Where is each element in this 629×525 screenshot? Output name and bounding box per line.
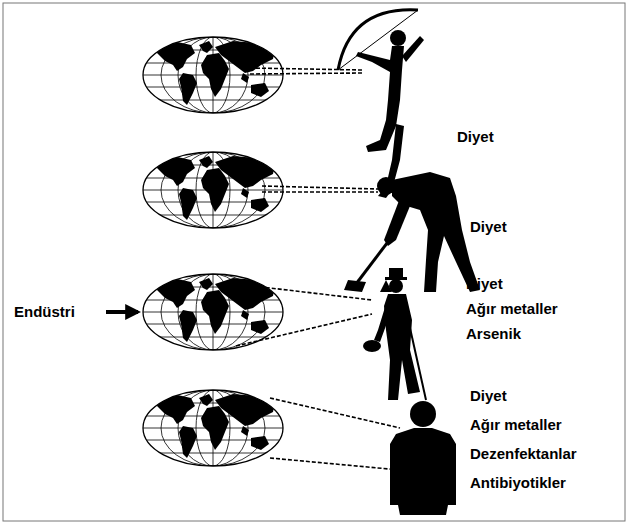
frame: [3, 3, 625, 521]
world-map: [141, 35, 285, 115]
exposure-label: Diyet: [470, 218, 507, 236]
archer-silhouette: [338, 10, 424, 198]
world-map: [141, 272, 285, 352]
exposure-label: Antibiyotikler: [470, 474, 566, 492]
world-map: [141, 388, 285, 468]
exposure-label: Diyet: [470, 387, 507, 405]
exposure-label: Diyet: [466, 275, 503, 293]
gentleman-silhouette: [363, 268, 426, 400]
exposure-label: Arsenik: [466, 325, 521, 343]
exposure-label: Ağır metaller: [470, 416, 562, 434]
dashed-link: [236, 68, 400, 470]
world-map: [141, 150, 285, 230]
industry-arrow: [106, 310, 138, 314]
businessman-silhouette: [390, 401, 456, 515]
exposure-label: Dezenfektanlar: [470, 445, 577, 463]
exposure-label: Ağır metaller: [466, 300, 558, 318]
era-label: Endüstri: [14, 303, 75, 321]
exposure-label: Diyet: [457, 128, 494, 146]
farmer-silhouette: [344, 172, 480, 292]
